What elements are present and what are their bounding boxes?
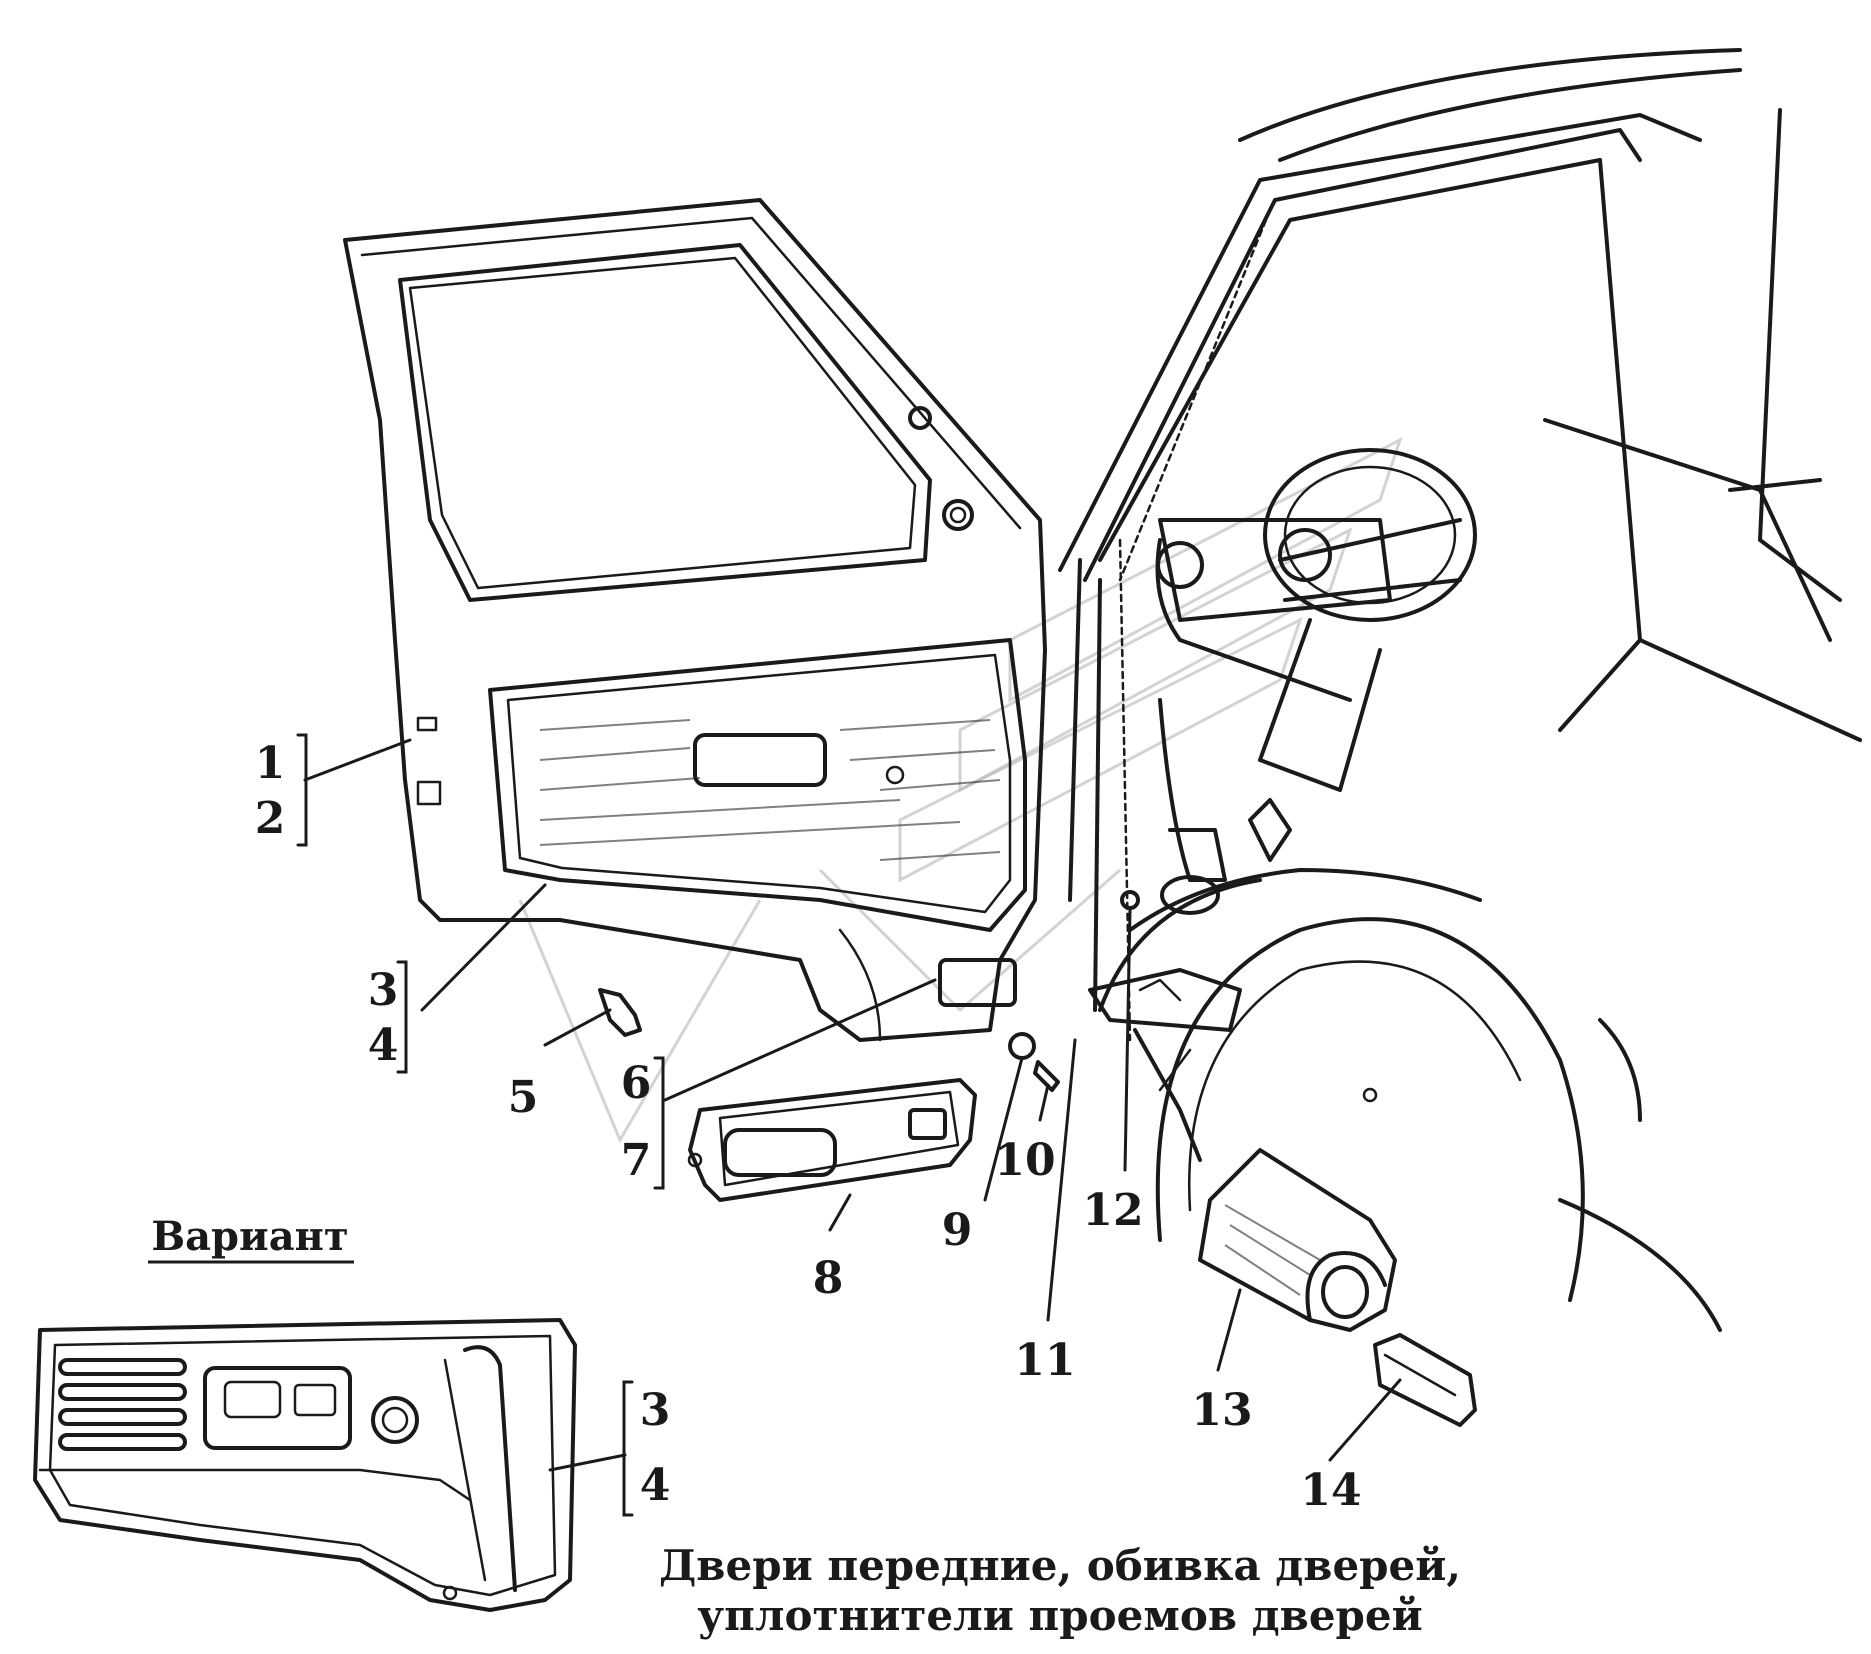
callout-14: 14	[1300, 1465, 1361, 1516]
armrest-8	[687, 1078, 977, 1202]
seal-14	[1373, 1333, 1477, 1427]
callout-3-variant: 3	[640, 1385, 671, 1436]
callout-7: 7	[621, 1135, 652, 1186]
callout-12: 12	[1082, 1185, 1143, 1236]
callout-4: 4	[368, 1020, 399, 1071]
caption-line-1: Двери передние, обивка дверей,	[659, 1541, 1461, 1590]
callout-2: 2	[255, 793, 286, 844]
callout-6: 6	[621, 1058, 652, 1109]
callout-10: 10	[994, 1135, 1055, 1186]
callout-8: 8	[813, 1253, 844, 1304]
callout-1: 1	[255, 738, 286, 789]
callout-3: 3	[368, 965, 399, 1016]
front-door	[343, 198, 1047, 1042]
callout-4-variant: 4	[640, 1460, 671, 1511]
bolt-12	[1120, 890, 1140, 910]
brackets	[296, 733, 665, 1517]
screw-10	[1033, 1060, 1060, 1092]
caption-line-2: уплотнители проемов дверей	[697, 1591, 1423, 1640]
washer-9	[1008, 1032, 1036, 1060]
leader-lines	[303, 738, 1402, 1472]
callout-9: 9	[942, 1205, 973, 1256]
callout-5: 5	[508, 1072, 539, 1123]
seal-13	[1198, 1148, 1397, 1332]
variant-label: Вариант	[151, 1213, 348, 1260]
screw-5	[598, 988, 642, 1037]
door-trim-panel	[488, 638, 1027, 1042]
watermark	[518, 436, 1403, 1144]
callout-11: 11	[1014, 1335, 1075, 1386]
variant-trim-panel	[33, 1318, 577, 1612]
cab-body	[1058, 48, 1862, 1332]
callout-13: 13	[1191, 1385, 1252, 1436]
